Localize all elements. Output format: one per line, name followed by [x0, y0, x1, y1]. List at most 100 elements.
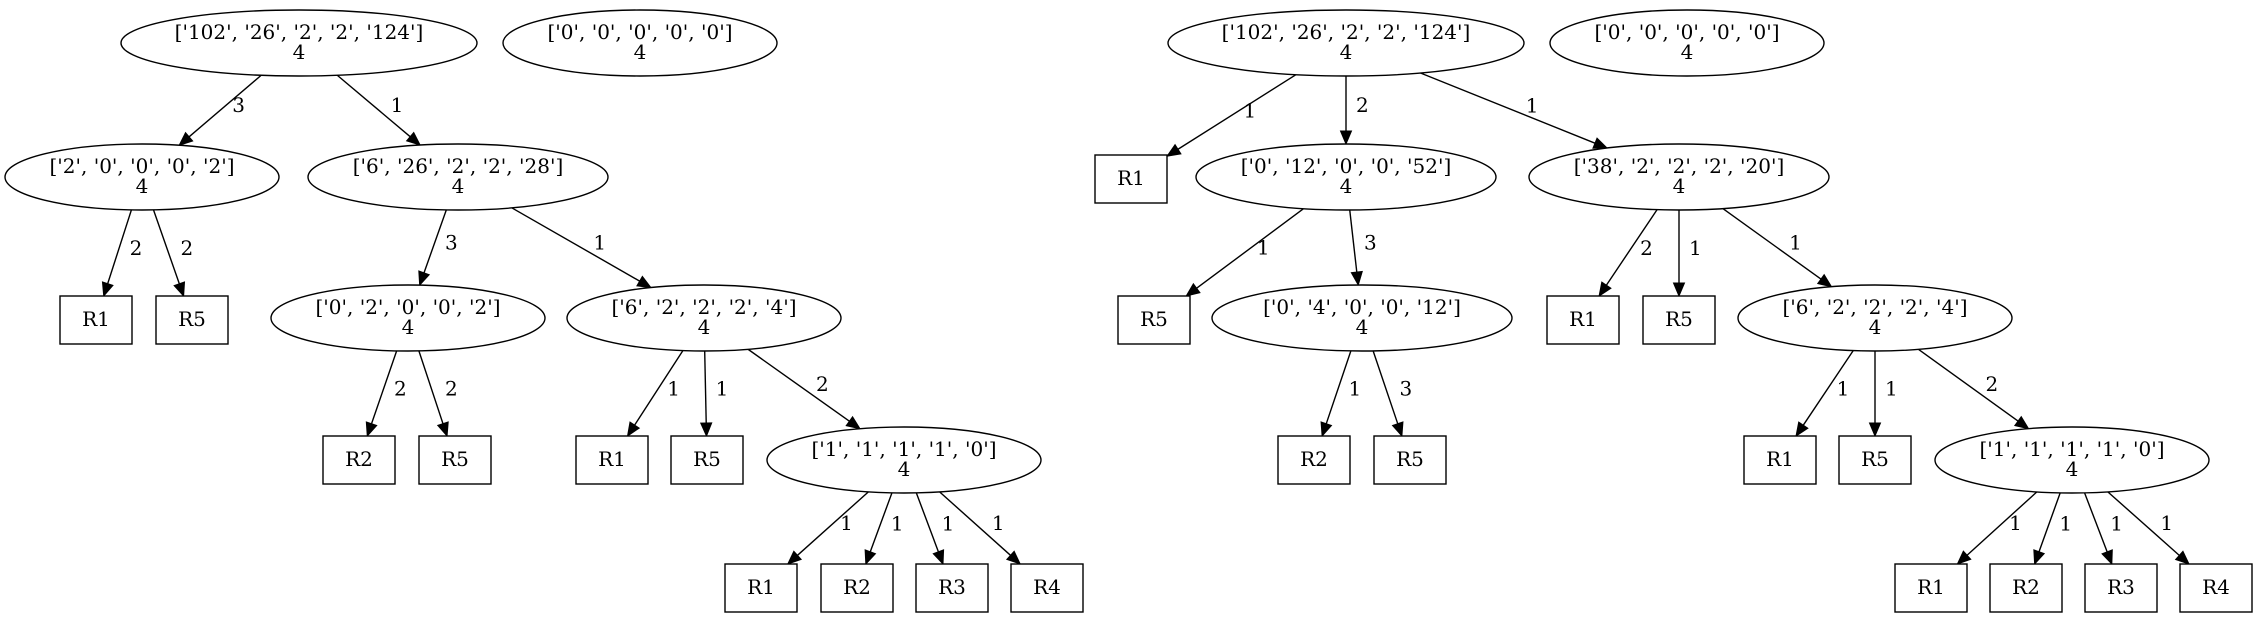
tree-node-b6: ['0', '4', '0', '0', '12']4: [1211, 284, 1513, 352]
edge-label: 1: [391, 93, 404, 117]
node-sublabel: 4: [1340, 174, 1353, 198]
edge-line: [1605, 209, 1658, 286]
edge-a7-a10: 1: [626, 350, 684, 438]
tree-node-a3: ['6', '26', '2', '2', '28']4: [307, 143, 609, 211]
node-label: R5: [1396, 447, 1424, 471]
edge-b6-b8: 3: [1372, 350, 1413, 438]
edge-label: 1: [840, 511, 853, 535]
node-label: R1: [1117, 166, 1145, 190]
edge-a2-a4: 2: [101, 209, 142, 298]
arrowhead-icon: [1592, 137, 1609, 149]
node-label: R1: [747, 575, 775, 599]
tree-node-a6: ['0', '2', '0', '0', '2']4: [270, 284, 546, 352]
node-sublabel: 4: [402, 315, 415, 339]
node-label: R3: [2107, 575, 2135, 599]
edge-line: [1196, 208, 1304, 289]
tree-node-b2: R1: [1094, 154, 1168, 204]
node-box: [915, 563, 989, 613]
tree-node-a9: R5: [418, 435, 492, 485]
edge-b11-b13: 1: [1868, 351, 1898, 438]
node-box: [724, 563, 798, 613]
tree-node-a1: ['0', '0', '0', '0', '0']4: [502, 9, 778, 77]
edge-line: [511, 207, 640, 282]
edge-label: 1: [2160, 511, 2173, 535]
node-box: [2084, 563, 2158, 613]
node-box: [1010, 563, 1084, 613]
nodes-layer: ['102', '26', '2', '2', '124']4['0', '0'…: [4, 9, 2253, 613]
edge-line: [915, 492, 940, 553]
edge-a7-a12: 2: [747, 348, 862, 430]
node-box: [1894, 563, 1968, 613]
node-label: R2: [843, 575, 871, 599]
node-ellipse: [566, 284, 842, 352]
tree-node-b1: ['0', '0', '0', '0', '0']4: [1549, 9, 1825, 77]
edge-line: [370, 350, 398, 424]
arrowhead-icon: [101, 281, 114, 298]
edge-a12-a14: 1: [864, 492, 904, 566]
node-label: R4: [2202, 575, 2230, 599]
tree-node-a13: R1: [724, 563, 798, 613]
edge-line: [797, 491, 869, 556]
arrowhead-icon: [932, 549, 945, 566]
node-box: [418, 435, 492, 485]
node-label: R5: [1140, 307, 1168, 331]
tree-node-a12: ['1', '1', '1', '1', '0']4: [766, 426, 1042, 494]
node-label: R1: [1569, 307, 1597, 331]
edge-b6-b7: 1: [1320, 350, 1361, 438]
node-sublabel: 4: [898, 457, 911, 481]
tree-node-b13: R5: [1838, 435, 1912, 485]
node-ellipse: [120, 9, 478, 77]
edge-b14-b16: 1: [2033, 492, 2072, 566]
edge-label: 1: [992, 511, 1005, 535]
arrowhead-icon: [1165, 143, 1182, 157]
node-sublabel: 4: [136, 174, 149, 198]
arrowhead-icon: [173, 281, 186, 298]
edge-label: 3: [1400, 376, 1413, 400]
edge-label: 2: [445, 376, 458, 400]
edge-a0-a3: 1: [336, 74, 422, 146]
node-sublabel: 4: [1356, 315, 1369, 339]
tree-node-b7: R2: [1277, 435, 1351, 485]
node-box: [575, 435, 649, 485]
tree-node-b8: R5: [1373, 435, 1447, 485]
edge-line: [703, 350, 707, 424]
edge-label: 1: [942, 511, 955, 535]
edge-label: 2: [181, 236, 194, 260]
edge-line: [634, 350, 684, 426]
node-label: ['102', '26', '2', '2', '124']: [1222, 20, 1471, 44]
edge-a2-a5: 2: [152, 209, 194, 298]
tree-node-b14: ['1', '1', '1', '1', '0']4: [1934, 426, 2210, 494]
edge-label: 1: [1837, 376, 1850, 400]
node-box: [1838, 435, 1912, 485]
edge-b0-b2: 1: [1165, 74, 1297, 157]
node-label: ['1', '1', '1', '1', '0']: [811, 437, 996, 461]
node-sublabel: 4: [1340, 40, 1353, 64]
edge-line: [107, 209, 133, 284]
edge-label: 3: [232, 93, 245, 117]
node-sublabel: 4: [1673, 174, 1686, 198]
node-label: ['102', '26', '2', '2', '124']: [175, 20, 424, 44]
node-label: R1: [1917, 575, 1945, 599]
edge-line: [1966, 491, 2038, 556]
node-box: [1989, 563, 2063, 613]
node-sublabel: 4: [1681, 40, 1694, 64]
tree-node-a4: R1: [59, 295, 133, 345]
node-label: R4: [1033, 575, 1061, 599]
edge-line: [418, 350, 444, 424]
arrowhead-icon: [418, 270, 431, 287]
node-label: ['0', '0', '0', '0', '0']: [547, 20, 732, 44]
edge-a12-a13: 1: [786, 491, 869, 565]
tree-node-a5: R5: [155, 295, 229, 345]
arrowhead-icon: [636, 275, 653, 289]
node-box: [1642, 295, 1716, 345]
arrowhead-icon: [1391, 421, 1404, 438]
tree-node-a15: R3: [915, 563, 989, 613]
edge-label: 2: [1356, 93, 1369, 117]
tree-node-b11: ['6', '2', '2', '2', '4']4: [1737, 284, 2013, 352]
edge-label: 1: [667, 376, 680, 400]
edge-a12-a16: 1: [939, 491, 1022, 565]
tree-node-a10: R1: [575, 435, 649, 485]
edge-line: [423, 209, 447, 274]
node-box: [1373, 435, 1447, 485]
node-label: ['1', '1', '1', '1', '0']: [1979, 437, 2164, 461]
